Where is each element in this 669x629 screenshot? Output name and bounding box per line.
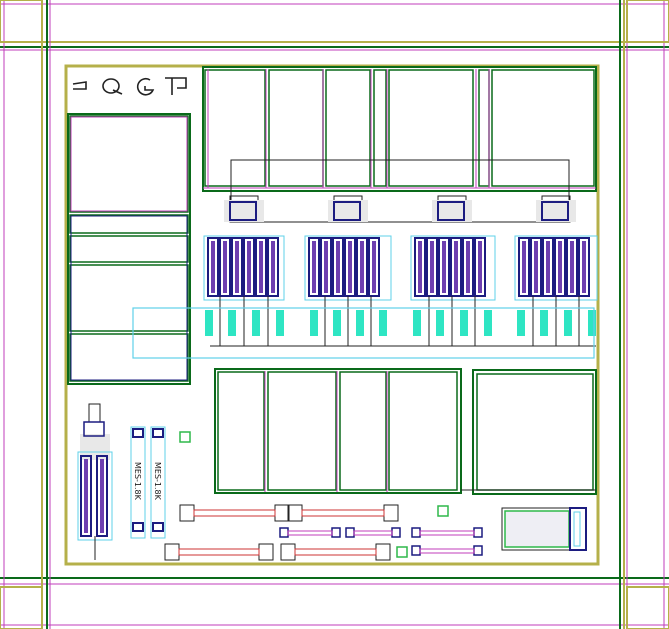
transistor-array-3 [410,195,496,346]
resistor-left [130,426,146,539]
small-contacts [179,431,449,558]
transistor-array-2 [304,195,392,346]
bottom-right-device [501,507,587,551]
bottom-capacitor-bank [214,368,597,495]
bottom-left-transistor [77,403,113,560]
logo-glyphs [72,77,187,96]
top-capacitor-bank [202,66,597,192]
bottom-resistors [164,504,483,561]
resistor-right [150,426,166,539]
transistor-array-1 [203,195,285,346]
glyph-g-icon [136,77,155,96]
metal-interconnect [230,159,570,223]
transistor-array-4 [514,195,598,346]
glyph-p-icon [165,77,187,95]
glyph-q-icon [102,78,123,95]
glyph-1-icon [72,81,87,90]
resistor-right-label: MES-1.8K [153,462,162,501]
source-bus [132,307,596,359]
resistor-left-label: MES-1.8K [133,462,142,501]
left-capacitor-bank [67,113,191,385]
